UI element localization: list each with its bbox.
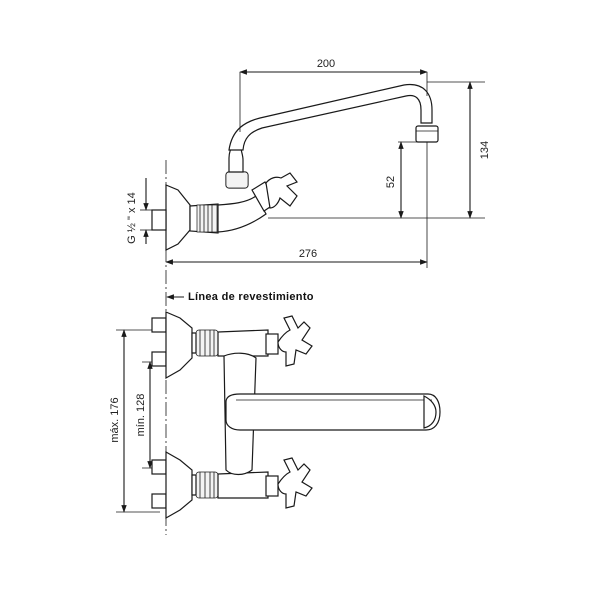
lower-knurl-nut: [195, 471, 219, 499]
dim-spout-reach: 200: [317, 58, 335, 70]
wall-line-label: Línea de revestimiento: [188, 291, 314, 303]
spout-aerator: [415, 125, 439, 143]
dim-overall-height: 134: [479, 141, 491, 159]
lower-cross-handle: [277, 457, 313, 509]
spout-pipe: [228, 83, 433, 151]
dim-total-depth: 276: [299, 248, 317, 260]
lower-spout: [225, 393, 441, 431]
spout-collar: [225, 171, 249, 189]
dim-min-spacing: mín. 128: [135, 394, 147, 437]
dim-max-spacing: máx. 176: [109, 397, 121, 442]
dim-thread: G ½ " x 14: [126, 192, 138, 244]
dim-outlet-height: 52: [385, 176, 397, 188]
dimension-lines: [116, 69, 485, 513]
lower-arm: [217, 471, 269, 499]
side-cross-handle: [265, 172, 298, 209]
upper-escutcheon: [165, 311, 193, 380]
front-view: [151, 311, 441, 520]
lower-escutcheon: [165, 450, 193, 520]
upper-arm: [217, 329, 269, 357]
upper-knurl-nut: [195, 329, 219, 357]
upper-cross-handle: [277, 315, 313, 367]
side-view: [151, 83, 439, 251]
